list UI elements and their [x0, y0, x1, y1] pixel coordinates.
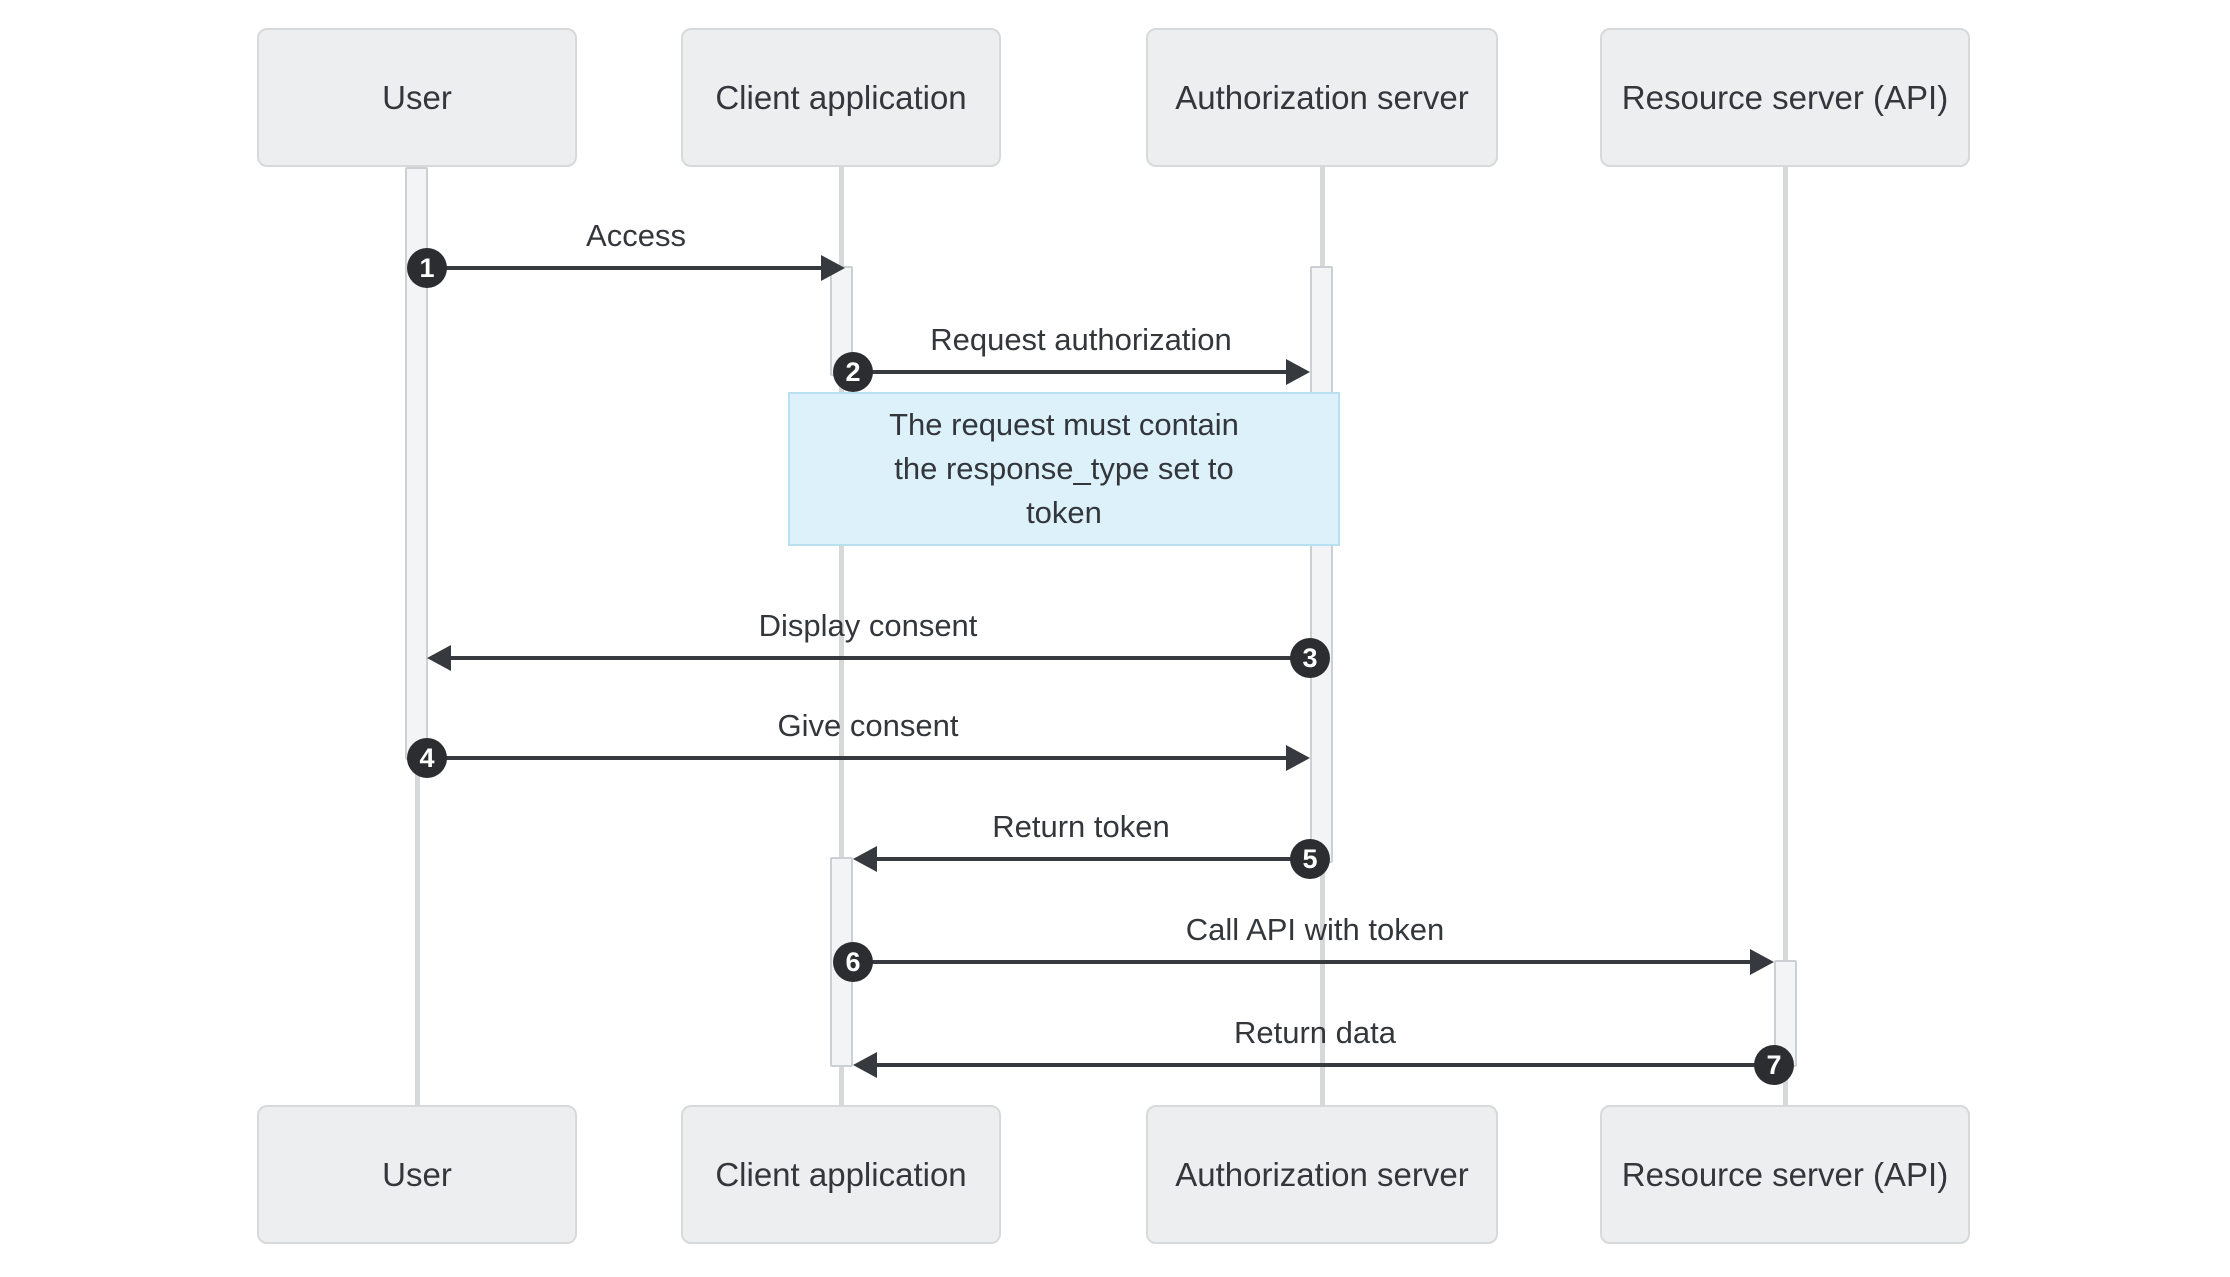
message-7-arrowhead-icon	[853, 1052, 877, 1078]
message-4-number: 4	[407, 738, 447, 778]
message-7-label: Return data	[1234, 1015, 1396, 1050]
message-4-arrowhead-icon	[1286, 745, 1310, 771]
auth-activation	[1310, 266, 1333, 863]
actor-bottom-client: Client application	[681, 1105, 1001, 1244]
message-2-arrowhead-icon	[1286, 359, 1310, 385]
message-4-arrow	[427, 756, 1287, 760]
actor-top-resource-label: Resource server (API)	[1621, 78, 1949, 116]
actor-bottom-user: User	[257, 1105, 577, 1244]
message-2-number: 2	[833, 352, 873, 392]
message-1-number: 1	[407, 248, 447, 288]
actor-bottom-client-label: Client application	[715, 1155, 967, 1193]
message-5-number: 5	[1290, 839, 1330, 879]
message-3-arrow	[451, 656, 1311, 660]
actor-top-user-label: User	[382, 78, 452, 116]
actor-top-auth: Authorization server	[1146, 28, 1498, 167]
message-3-arrowhead-icon	[427, 645, 451, 671]
client-lifeline	[839, 167, 844, 1105]
message-1-label: Access	[586, 218, 686, 253]
actor-bottom-auth: Authorization server	[1146, 1105, 1498, 1244]
message-6-label: Call API with token	[1185, 912, 1445, 947]
actor-bottom-auth-label: Authorization server	[1175, 1155, 1469, 1193]
message-2-label: Request authorization	[930, 322, 1232, 357]
actor-top-auth-label: Authorization server	[1175, 78, 1469, 116]
actor-top-client-label: Client application	[715, 78, 967, 116]
actor-top-client: Client application	[681, 28, 1001, 167]
message-6-arrowhead-icon	[1750, 949, 1774, 975]
actor-top-resource: Resource server (API)	[1600, 28, 1970, 167]
actor-top-user: User	[257, 28, 577, 167]
message-6-number: 6	[833, 942, 873, 982]
actor-bottom-resource-label: Resource server (API)	[1621, 1155, 1949, 1193]
actor-bottom-resource: Resource server (API)	[1600, 1105, 1970, 1244]
note-text: The request must contain the response_ty…	[889, 407, 1239, 530]
resource-lifeline	[1783, 167, 1788, 1105]
actor-bottom-user-label: User	[382, 1155, 452, 1193]
message-7-number: 7	[1754, 1045, 1794, 1085]
message-3-label: Display consent	[758, 608, 978, 643]
message-1-arrowhead-icon	[821, 255, 845, 281]
message-5-arrowhead-icon	[853, 846, 877, 872]
message-6-arrow	[853, 960, 1751, 964]
message-2-arrow	[853, 370, 1293, 374]
message-4-label: Give consent	[777, 708, 959, 743]
message-3-number: 3	[1290, 638, 1330, 678]
message-1-arrow	[427, 266, 827, 270]
note-over-client-auth: The request must contain the response_ty…	[788, 392, 1340, 546]
message-5-arrow	[877, 857, 1312, 861]
message-7-arrow	[877, 1063, 1774, 1067]
message-5-label: Return token	[992, 809, 1170, 844]
